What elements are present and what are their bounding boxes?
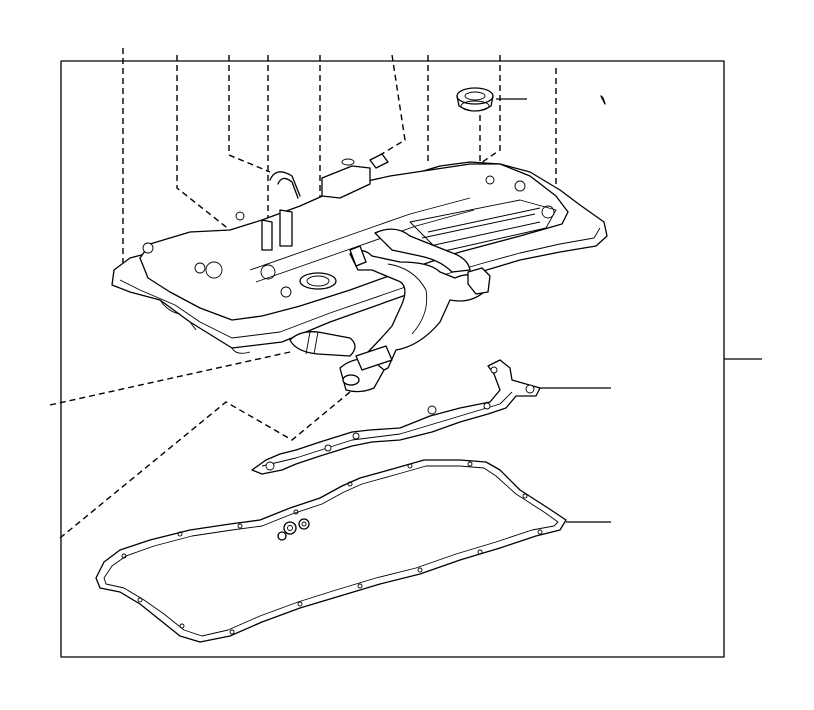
plug-tube-gasket	[251, 359, 541, 475]
dashed-leader-2	[176, 55, 241, 239]
pointer-tick	[600, 95, 606, 105]
dashed-leader-3	[228, 55, 271, 173]
dashed-leader-left	[49, 351, 291, 406]
oil-filler-cap-seal	[456, 87, 494, 112]
dashed-leader-8	[477, 55, 501, 166]
dashed-leader-v	[59, 391, 351, 539]
ventilation-hose	[289, 228, 491, 393]
callout-leaders	[496, 95, 762, 523]
gasket-washers	[277, 518, 310, 541]
head-cover-gasket	[95, 459, 567, 643]
dashed-leader-6	[379, 54, 406, 156]
gasket-tabs	[121, 461, 543, 635]
